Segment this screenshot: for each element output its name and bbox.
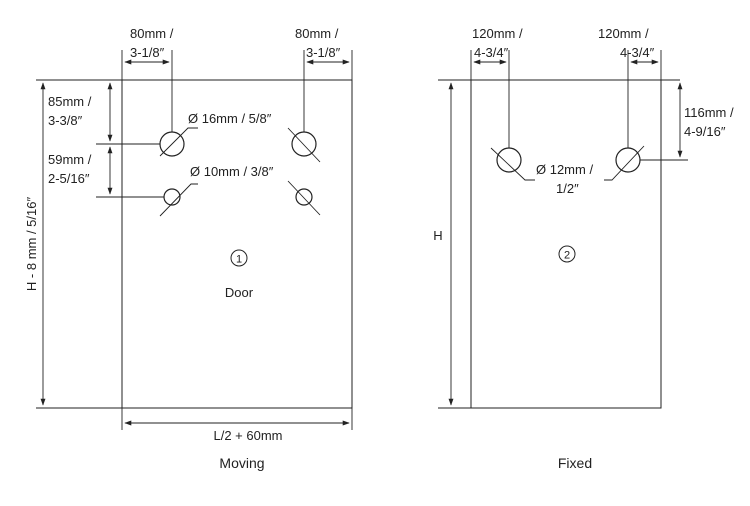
moving-left-offset-mm: 80mm / [130,26,174,41]
fixed-hole-left [496,147,522,173]
moving-large-hole-label: Ø 16mm / 5/8″ [188,111,272,126]
moving-small-hole-leader-right [287,180,321,216]
moving-large-hole-leader-right [287,127,321,163]
moving-small-hole-label: Ø 10mm / 3/8″ [190,164,274,179]
fixed-hole-leader-left [490,147,535,181]
moving-small-hole-leader-left [159,183,198,217]
moving-caption: Moving [219,455,264,471]
fixed-hole-right [615,147,641,173]
fixed-height-label: H [433,228,442,243]
moving-panel-number: 1 [236,254,242,266]
fixed-panel-number: 2 [564,250,570,262]
moving-hole-spacing-mm: 59mm / [48,152,92,167]
fixed-top-drop-in: 4-9/16″ [684,124,726,139]
fixed-hole-label-in: 1/2″ [556,181,579,196]
moving-panel-number-circle [230,249,248,267]
moving-height-label: H - 8 mm / 5/16″ [24,197,39,292]
fixed-left-offset-in: 4-3/4″ [474,45,509,60]
moving-hole-spacing-in: 2-5/16″ [48,171,90,186]
moving-large-hole-leader-left [159,127,198,157]
fixed-panel-number-circle [558,245,576,263]
fixed-panel-group: 120mm / 4-3/4″ 120mm / 4-3/4″ 116mm / 4-… [433,26,734,471]
moving-panel-outline [121,79,353,409]
fixed-left-offset-mm: 120mm / [472,26,523,41]
fixed-panel-outline [470,79,662,409]
fixed-top-drop-mm: 116mm / [684,105,734,120]
fixed-right-offset-mm: 120mm / [598,26,649,41]
moving-left-offset-in: 3-1/8″ [130,45,165,60]
fixed-right-offset-in: 4-3/4″ [620,45,655,60]
moving-width-label: L/2 + 60mm [213,428,282,443]
fixed-hole-leader-right [604,145,645,181]
moving-top-drop-in: 3-3/8″ [48,113,83,128]
moving-small-hole-left [163,188,181,206]
moving-panel-group: 80mm / 3-1/8″ 80mm / 3-1/8″ 85mm / 3-3/8… [24,26,353,471]
moving-small-hole-right [295,188,313,206]
fixed-hole-label-mm: Ø 12mm / [536,162,593,177]
moving-top-drop-mm: 85mm / [48,94,92,109]
moving-right-offset-in: 3-1/8″ [306,45,341,60]
moving-panel-label: Door [225,285,254,300]
moving-right-offset-mm: 80mm / [295,26,339,41]
fixed-caption: Fixed [558,455,592,471]
